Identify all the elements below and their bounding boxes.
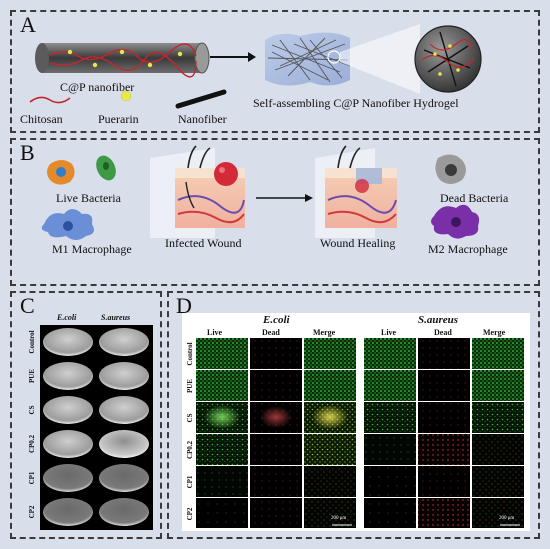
panel-b-graphics xyxy=(41,145,480,240)
legend-puerarin-label: Puerarin xyxy=(98,112,139,126)
d-row-cp2: CP2 xyxy=(186,507,194,520)
legend-chitosan-label: Chitosan xyxy=(20,112,63,126)
d-row-cs: CS xyxy=(186,413,194,422)
m2-macrophage-icon xyxy=(431,204,480,239)
nanofiber-rod-icon xyxy=(175,89,227,109)
panel-a-label: A xyxy=(20,12,36,37)
d-saureus-dead: Dead xyxy=(434,328,452,337)
c-row-cp1: CP1 xyxy=(28,471,36,484)
d-ecoli-scale-bar: 200 μm xyxy=(331,516,347,521)
c-row-cp02: CP0.2 xyxy=(28,434,36,453)
legend-nanofiber-label: Nanofiber xyxy=(178,112,227,126)
c-row-cs: CS xyxy=(28,405,36,414)
m1-macrophage-icon xyxy=(41,209,94,240)
d-saureus-images xyxy=(364,338,524,528)
c-plate-row-cp2 xyxy=(43,498,149,526)
d-row-pue: PUE xyxy=(186,379,194,393)
panel-d-label: D xyxy=(176,293,192,318)
d-row-cp02: CP0.2 xyxy=(186,440,194,459)
magnified-lens-icon xyxy=(414,25,482,93)
dead-bacteria-label: Dead Bacteria xyxy=(440,191,509,205)
d-fluorescence-grid xyxy=(196,338,524,528)
c-row-pue: PUE xyxy=(28,369,36,383)
fiber-label: C@P nanofiber xyxy=(60,80,135,94)
infected-wound-skin-icon xyxy=(150,145,245,238)
hydrogel-block-icon xyxy=(265,24,420,94)
d-saureus-live: Live xyxy=(381,328,397,337)
c-row-cp2: CP2 xyxy=(28,505,36,518)
c-plate-svg xyxy=(43,328,149,526)
c-col-saureus: S.aureus xyxy=(101,313,131,322)
c-row-control: Control xyxy=(28,330,36,353)
nanofiber-tube-icon xyxy=(35,42,210,78)
c-plate-grid xyxy=(40,325,153,530)
panel-a-graphics xyxy=(29,24,482,109)
d-saureus-scale-bar: 200 μm xyxy=(499,516,515,521)
m2-macrophage-label: M2 Macrophage xyxy=(428,242,508,256)
live-bacteria-label: Live Bacteria xyxy=(56,191,121,205)
d-row-labels: Control PUE CS CP0.2 CP1 CP2 xyxy=(186,342,194,520)
d-group-ecoli-title: E.coli xyxy=(263,314,290,326)
panel-b-label: B xyxy=(20,140,35,165)
c-col-ecoli: E.coli xyxy=(57,313,77,322)
dead-bacteria-icon xyxy=(435,154,466,184)
chitosan-strand-icon xyxy=(29,96,71,104)
infected-wound-label: Infected Wound xyxy=(165,236,242,250)
d-saureus-merge: Merge xyxy=(483,328,506,337)
hydrogel-label: Self-assembling C@P Nanofiber Hydrogel xyxy=(253,96,459,110)
d-group-saureus-title: S.aureus xyxy=(418,314,459,326)
green-cell-icon xyxy=(96,155,116,181)
d-ecoli-images xyxy=(196,338,356,528)
d-row-control: Control xyxy=(186,342,194,365)
puerarin-dot-icon xyxy=(120,90,132,102)
d-ecoli-live: Live xyxy=(207,328,223,337)
c-plate-row-cs xyxy=(43,396,149,424)
wound-healing-label: Wound Healing xyxy=(320,236,396,250)
d-ecoli-merge: Merge xyxy=(313,328,336,337)
d-row-cp1: CP1 xyxy=(186,475,194,488)
d-ecoli-dead: Dead xyxy=(262,328,280,337)
panel-c-label: C xyxy=(20,293,35,318)
c-plate-row-control xyxy=(43,328,149,356)
panel-b-arrow-icon xyxy=(256,194,313,202)
c-plate-row-cp1 xyxy=(43,464,149,492)
c-row-labels: Control PUE CS CP0.2 CP1 CP2 xyxy=(28,330,36,518)
c-plate-row-cp02 xyxy=(43,430,149,458)
live-bacteria-icon xyxy=(47,160,75,185)
panel-a-arrow-icon xyxy=(210,52,256,62)
m1-macrophage-label: M1 Macrophage xyxy=(52,242,132,256)
wound-healing-skin-icon xyxy=(315,145,397,238)
c-plate-row-pue xyxy=(43,362,149,390)
